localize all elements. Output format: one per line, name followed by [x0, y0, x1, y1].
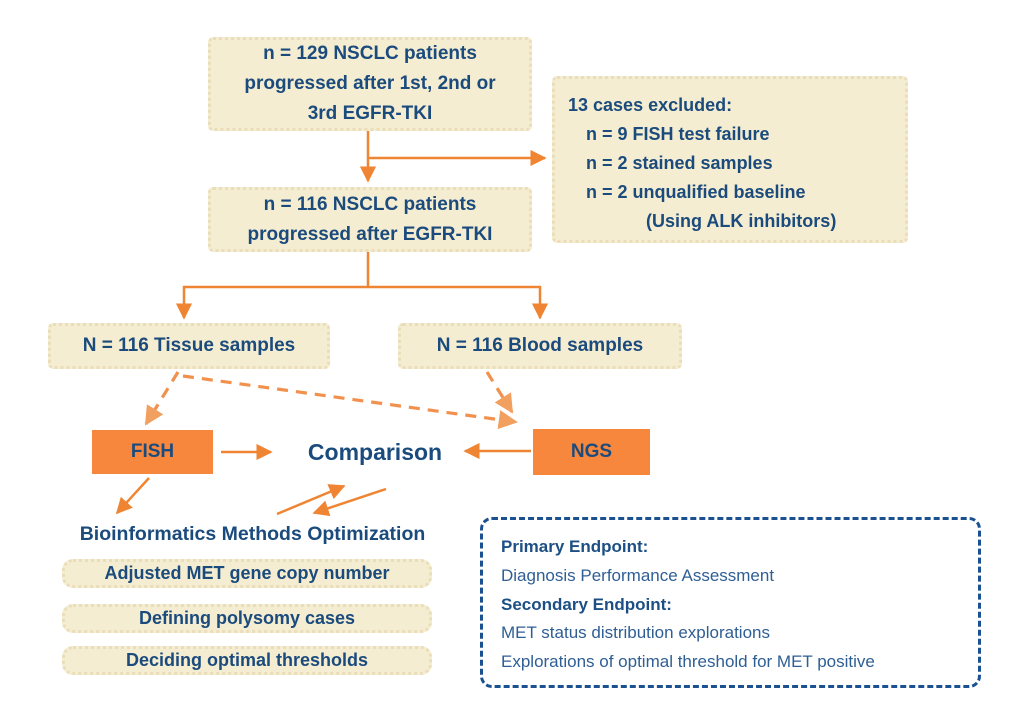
comparison-text: Comparison [307, 438, 443, 465]
pill-2-label: Defining polysomy cases [138, 608, 356, 628]
arrow-fish-to-bioinformatics [115, 477, 150, 515]
primary-endpoint-label: Primary Endpoint: [501, 537, 649, 556]
box-116-line2: progressed after EGFR-TKI [247, 223, 493, 245]
pill-defining-polysomy: Defining polysomy cases [62, 604, 432, 633]
arrow-bioinformatics-to-comparison [276, 484, 346, 516]
bioinformatics-text: Bioinformatics Methods Optimization [79, 522, 426, 545]
box-excluded-cases: 13 cases excluded: n = 9 FISH test failu… [552, 76, 908, 243]
box-129-line2: progressed after 1st, 2nd or [244, 73, 496, 94]
excluded-item-2: n = 2 stained samples [586, 153, 773, 173]
pill-1-label: Adjusted MET gene copy number [104, 563, 390, 583]
box-116-patients: n = 116 NSCLC patients progressed after … [208, 187, 532, 252]
arrow-comparison-to-bioinformatics [312, 487, 387, 517]
blood-label: N = 116 Blood samples [436, 335, 644, 356]
box-blood-samples: N = 116 Blood samples [398, 323, 682, 369]
excluded-title: 13 cases excluded: [568, 95, 733, 115]
excluded-item-3: n = 2 unqualified baseline [586, 182, 806, 202]
box-endpoints: Primary Endpoint: Diagnosis Performance … [480, 517, 981, 688]
box-ngs: NGS [533, 429, 650, 475]
box-129-patients: n = 129 NSCLC patients progressed after … [208, 37, 532, 131]
tissue-label: N = 116 Tissue samples [82, 335, 296, 356]
fish-label: FISH [130, 441, 175, 462]
primary-endpoint-text: Diagnosis Performance Assessment [501, 565, 775, 585]
dashed-arrow-tissue-to-ngs [182, 374, 518, 430]
dashed-arrow-blood-to-ngs [485, 371, 514, 414]
box-129-line3: 3rd EGFR-TKI [307, 103, 433, 124]
excluded-item-3-note: (Using ALK inhibitors) [646, 211, 837, 231]
box-fish: FISH [92, 430, 213, 474]
box-116-line1: n = 116 NSCLC patients [263, 193, 477, 215]
secondary-endpoint-text-1: MET status distribution explorations [501, 623, 770, 643]
ngs-label: NGS [570, 441, 613, 462]
comparison-label: Comparison [290, 438, 460, 466]
dashed-arrow-tissue-to-fish [144, 371, 180, 426]
box-tissue-samples: N = 116 Tissue samples [48, 323, 330, 369]
bioinformatics-label: Bioinformatics Methods Optimization [55, 521, 450, 547]
box-129-line1: n = 129 NSCLC patients [263, 43, 477, 64]
pill-3-label: Deciding optimal thresholds [125, 650, 369, 670]
pill-adjusted-copy-number: Adjusted MET gene copy number [62, 559, 432, 588]
pill-optimal-thresholds: Deciding optimal thresholds [62, 646, 432, 675]
secondary-endpoint-label: Secondary Endpoint: [501, 594, 672, 614]
secondary-endpoint-text-2: Explorations of optimal threshold for ME… [501, 652, 875, 672]
excluded-item-1: n = 9 FISH test failure [586, 124, 770, 144]
